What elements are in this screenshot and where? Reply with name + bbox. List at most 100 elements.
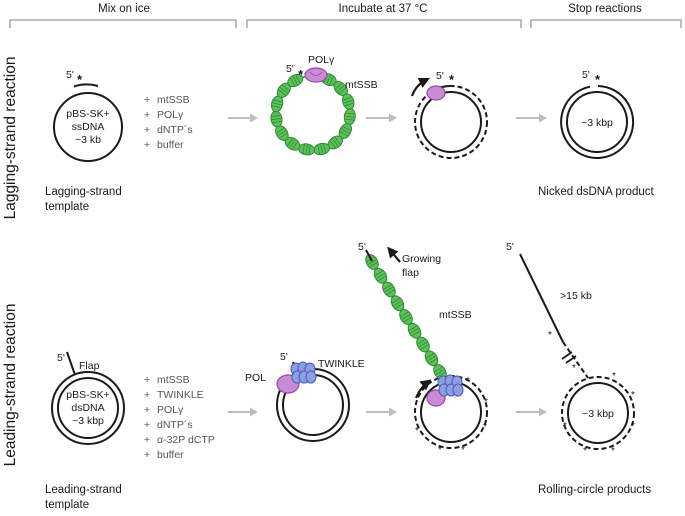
lagging-template-caption-1: Lagging-strand	[45, 186, 122, 198]
break-mark	[561, 351, 573, 360]
mtssb-protein	[287, 73, 304, 88]
reagent-plus: +	[144, 419, 150, 431]
template-name: pBS-SK+	[66, 108, 109, 120]
template-circle	[57, 377, 119, 439]
reagent-plus: +	[144, 389, 150, 401]
reagent-plus: +	[144, 94, 150, 106]
reagent-plus: +	[144, 434, 150, 446]
mtssb-protein	[338, 123, 352, 140]
reagent-item: POLγ	[157, 109, 184, 121]
lagging-product: 5' * ~3 kbp	[560, 69, 635, 159]
reagent-plus: +	[144, 404, 150, 416]
process-arrow-bottom-2	[366, 407, 397, 417]
process-arrows	[228, 113, 547, 417]
bracket-incubate	[246, 19, 522, 28]
template-size: ~3 kb	[75, 134, 101, 146]
process-arrow-top-2	[366, 113, 397, 123]
polg-protein	[304, 67, 328, 83]
long-tail	[519, 253, 564, 343]
header-mix: Mix on ice	[98, 3, 150, 15]
reagent-plus: +	[144, 139, 150, 151]
reagent-item: buffer	[157, 139, 184, 151]
reagent-item: dNTP´s	[157, 419, 193, 431]
outer-strand	[51, 371, 125, 445]
new-strand-dashed	[561, 376, 635, 450]
incorporated-label: *	[631, 421, 635, 432]
growing-label-1: Growing	[402, 253, 441, 265]
incorporated-label: *	[572, 363, 576, 374]
twinkle-hexamer	[437, 374, 464, 397]
leading-product: 5' >15 kb ~3 kbp * * * * * * * *	[506, 241, 635, 457]
direction-arrow	[410, 78, 430, 97]
template-type: dsDNA	[71, 402, 104, 414]
incorporated-label: *	[484, 397, 488, 408]
mtssb-protein	[343, 108, 356, 126]
incorporated-label: *	[483, 422, 487, 433]
template-circle	[567, 382, 629, 444]
tail-length-label: >15 kb	[560, 290, 592, 302]
process-arrow-bottom-3	[516, 407, 547, 417]
incorporated-label: *	[631, 390, 635, 401]
leading-extension: 5' Growing flap mtSSB * * * * * *	[358, 241, 488, 456]
lagging-extension: 5' *	[410, 70, 488, 159]
reagent-plus: +	[144, 374, 150, 386]
mtssb-label: mtSSB	[345, 79, 378, 91]
leading-template-caption-1: Leading-strand	[45, 484, 122, 496]
lagging-template-caption-2: template	[45, 201, 89, 213]
polg-label: POLγ	[308, 54, 335, 66]
incorporated-label: *	[415, 426, 419, 437]
reagent-item: α-32P dCTP	[157, 434, 215, 446]
mtssb-protein	[298, 143, 316, 156]
product-strand	[560, 85, 635, 159]
template-name: pBS-SK+	[66, 389, 109, 401]
process-arrow-top-1	[228, 113, 258, 123]
replisome-loading: 5' POL TWINKLE	[245, 351, 365, 442]
growing-direction-arrow	[387, 246, 401, 263]
incorporated-label: *	[612, 371, 616, 382]
radiolabel-star: *	[77, 72, 83, 87]
product-size: ~3 kbp	[581, 117, 613, 129]
incorporated-label: *	[583, 446, 587, 457]
long-tail-dashed	[562, 341, 589, 379]
reagent-item: buffer	[157, 449, 184, 461]
reagent-item: POLγ	[157, 404, 184, 416]
incorporated-label: *	[461, 445, 465, 456]
mtssb-protein	[390, 295, 405, 312]
template-circle	[566, 91, 628, 153]
header-brackets	[9, 19, 682, 28]
incorporated-label: *	[611, 446, 615, 457]
header-incubate: Incubate at 37 °C	[339, 3, 428, 15]
reagent-item: dNTP´s	[157, 124, 193, 136]
twinkle-label: TWINKLE	[318, 358, 365, 370]
reagent-plus: +	[144, 109, 150, 121]
template-circle	[420, 91, 482, 153]
leading-reagent-list: + mtSSB + TWINKLE + POLγ + dNTP´s + α-32…	[144, 374, 215, 461]
side-label-lagging: Lagging-strand reaction	[2, 57, 19, 220]
five-prime-label: 5'	[436, 70, 444, 82]
process-arrow-bottom-1	[228, 407, 258, 417]
bracket-mix	[9, 19, 237, 28]
leading-template-caption-2: template	[45, 499, 89, 511]
lagging-product-caption: Nicked dsDNA product	[538, 186, 654, 198]
flap-strand	[66, 351, 76, 376]
mtssb-proteins	[365, 254, 447, 380]
reagent-plus: +	[144, 124, 150, 136]
mtssb-protein	[270, 110, 283, 128]
growing-label-2: flap	[402, 267, 419, 279]
incorporated-label: *	[548, 330, 552, 341]
ssb-coated-template: POLγ 5' * mtSSB	[270, 54, 378, 156]
polg-protein	[426, 85, 446, 101]
reagent-item: mtSSB	[157, 94, 190, 106]
side-label-leading: Leading-strand reaction	[2, 304, 19, 467]
leading-product-caption: Rolling-circle products	[538, 484, 651, 496]
template-size: ~3 kbp	[72, 415, 104, 427]
radiolabel-star: *	[298, 67, 304, 82]
lagging-reagent-list: + mtSSB + POLγ + dNTP´s + buffer	[144, 94, 193, 151]
five-prime-label: 5'	[358, 241, 366, 253]
five-prime-label: 5'	[66, 69, 74, 81]
leading-template: 5' Flap pBS-SK+ dsDNA ~3 kbp	[51, 351, 125, 445]
five-prime-label: 5'	[582, 69, 590, 81]
mtssb-proteins	[270, 72, 356, 156]
incorporated-label: *	[563, 421, 567, 432]
